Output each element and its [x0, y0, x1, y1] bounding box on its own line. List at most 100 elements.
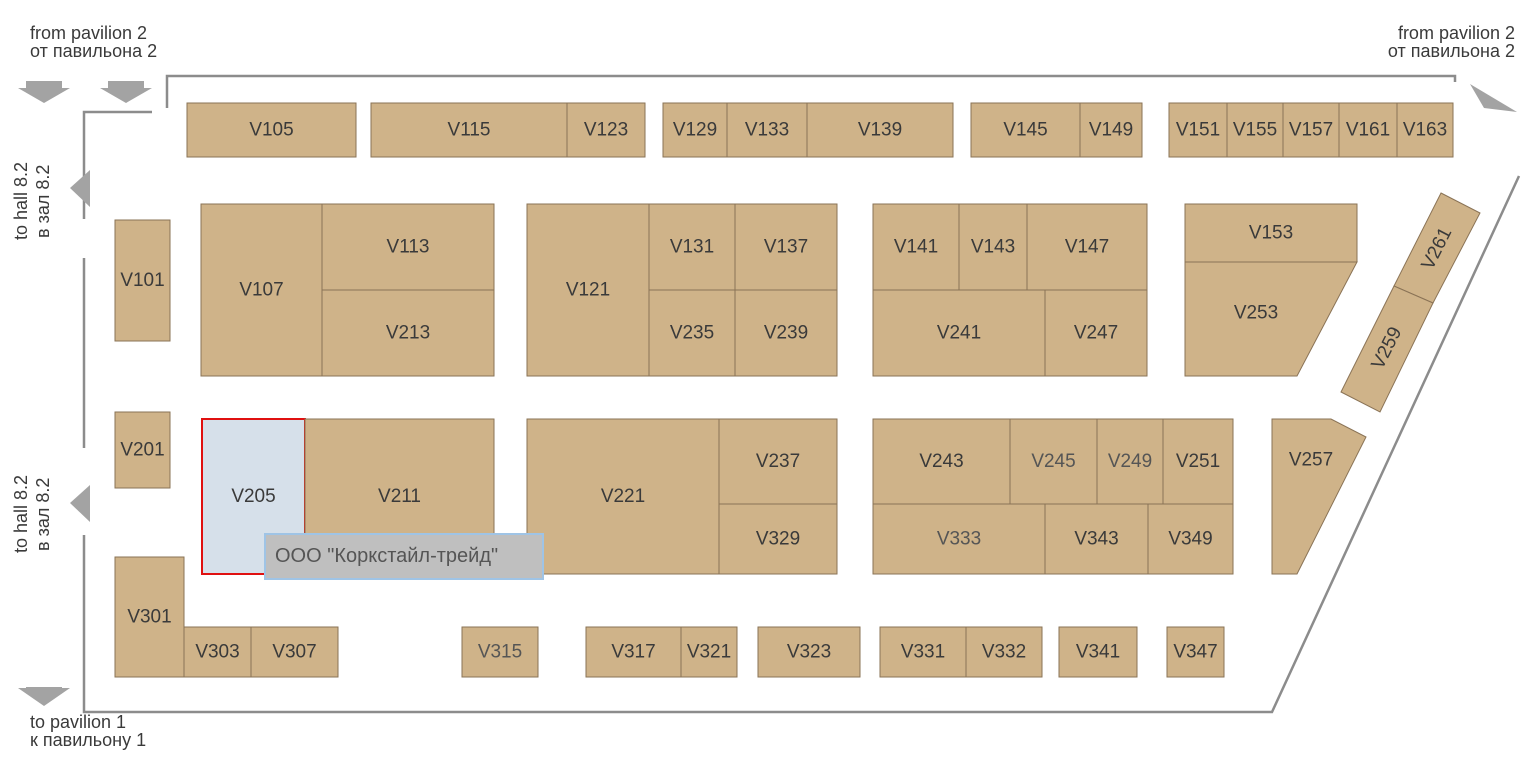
booth-v253[interactable]: V253 — [1184, 261, 1358, 377]
booth-shape[interactable] — [648, 289, 736, 377]
booth-shape[interactable] — [757, 626, 861, 678]
booth-shape[interactable] — [872, 503, 1046, 575]
booth-v259[interactable]: V259 — [1340, 285, 1434, 413]
booth-v101[interactable]: V101 — [114, 219, 171, 342]
booth-v129[interactable]: V129 — [662, 102, 728, 158]
booth-v307[interactable]: V307 — [250, 626, 339, 678]
booth-v349[interactable]: V349 — [1147, 503, 1234, 575]
booth-v155[interactable]: V155 — [1226, 102, 1284, 158]
booth-v303[interactable]: V303 — [183, 626, 252, 678]
booth-v235[interactable]: V235 — [648, 289, 736, 377]
booth-v323[interactable]: V323 — [757, 626, 861, 678]
booth-shape[interactable] — [965, 626, 1043, 678]
booth-v145[interactable]: V145 — [970, 102, 1081, 158]
booth-v133[interactable]: V133 — [726, 102, 808, 158]
booth-shape[interactable] — [1226, 102, 1284, 158]
booth-shape[interactable] — [250, 626, 339, 678]
booth-v137[interactable]: V137 — [734, 203, 838, 291]
booth-v249[interactable]: V249 — [1096, 418, 1164, 505]
booth-v257[interactable]: V257 — [1271, 418, 1367, 575]
booth-shape[interactable] — [461, 626, 539, 678]
booth-v157[interactable]: V157 — [1282, 102, 1340, 158]
booth-v321[interactable]: V321 — [680, 626, 738, 678]
booth-shape[interactable] — [872, 289, 1046, 377]
booth-shape[interactable] — [1184, 261, 1358, 377]
booth-shape[interactable] — [1396, 102, 1454, 158]
booth-v317[interactable]: V317 — [585, 626, 682, 678]
booth-shape[interactable] — [1166, 626, 1225, 678]
booth-shape[interactable] — [1282, 102, 1340, 158]
booth-v107[interactable]: V107 — [200, 203, 323, 377]
booth-v143[interactable]: V143 — [958, 203, 1028, 291]
booth-shape[interactable] — [726, 102, 808, 158]
booth-v123[interactable]: V123 — [566, 102, 646, 158]
booth-shape[interactable] — [114, 556, 185, 678]
booth-v341[interactable]: V341 — [1058, 626, 1138, 678]
booth-shape[interactable] — [734, 203, 838, 291]
booth-v131[interactable]: V131 — [648, 203, 736, 291]
booth-shape[interactable] — [1147, 503, 1234, 575]
booth-v251[interactable]: V251 — [1162, 418, 1234, 505]
booth-v161[interactable]: V161 — [1338, 102, 1398, 158]
booth-shape[interactable] — [585, 626, 682, 678]
booth-shape[interactable] — [1162, 418, 1234, 505]
booth-v113[interactable]: V113 — [321, 203, 495, 291]
booth-shape[interactable] — [1338, 102, 1398, 158]
booth-shape[interactable] — [648, 203, 736, 291]
booth-shape[interactable] — [718, 418, 838, 505]
booth-v245[interactable]: V245 — [1009, 418, 1098, 505]
booth-v201[interactable]: V201 — [114, 411, 171, 489]
booth-v153[interactable]: V153 — [1184, 203, 1358, 263]
booth-shape[interactable] — [662, 102, 728, 158]
booth-shape[interactable] — [1096, 418, 1164, 505]
booth-v241[interactable]: V241 — [872, 289, 1046, 377]
booth-shape[interactable] — [1340, 285, 1434, 413]
booth-v147[interactable]: V147 — [1026, 203, 1148, 291]
booth-v121[interactable]: V121 — [526, 203, 650, 377]
booth-shape[interactable] — [321, 203, 495, 291]
booth-v343[interactable]: V343 — [1044, 503, 1149, 575]
booth-v315[interactable]: V315 — [461, 626, 539, 678]
booth-v329[interactable]: V329 — [718, 503, 838, 575]
booth-shape[interactable] — [1079, 102, 1143, 158]
booth-v149[interactable]: V149 — [1079, 102, 1143, 158]
booth-shape[interactable] — [114, 411, 171, 489]
booth-shape[interactable] — [1058, 626, 1138, 678]
booth-v247[interactable]: V247 — [1044, 289, 1148, 377]
booth-v163[interactable]: V163 — [1396, 102, 1454, 158]
booth-shape[interactable] — [1168, 102, 1228, 158]
booth-v151[interactable]: V151 — [1168, 102, 1228, 158]
booth-shape[interactable] — [872, 203, 960, 291]
booth-v301[interactable]: V301 — [114, 556, 185, 678]
booth-v141[interactable]: V141 — [872, 203, 960, 291]
booth-shape[interactable] — [186, 102, 357, 158]
booth-shape[interactable] — [526, 418, 720, 575]
booth-v347[interactable]: V347 — [1166, 626, 1225, 678]
booth-v105[interactable]: V105 — [186, 102, 357, 158]
booth-v243[interactable]: V243 — [872, 418, 1011, 505]
booth-v237[interactable]: V237 — [718, 418, 838, 505]
booth-shape[interactable] — [321, 289, 495, 377]
booth-shape[interactable] — [680, 626, 738, 678]
booth-shape[interactable] — [1026, 203, 1148, 291]
booth-shape[interactable] — [734, 289, 838, 377]
booth-shape[interactable] — [370, 102, 568, 158]
booth-v331[interactable]: V331 — [879, 626, 967, 678]
booth-shape[interactable] — [526, 203, 650, 377]
booth-v333[interactable]: V333 — [872, 503, 1046, 575]
booth-shape[interactable] — [958, 203, 1028, 291]
booth-shape[interactable] — [1184, 203, 1358, 263]
booth-v213[interactable]: V213 — [321, 289, 495, 377]
booth-shape[interactable] — [872, 418, 1011, 505]
booth-v115[interactable]: V115 — [370, 102, 568, 158]
booth-v139[interactable]: V139 — [806, 102, 954, 158]
booth-shape[interactable] — [114, 219, 171, 342]
booth-v332[interactable]: V332 — [965, 626, 1043, 678]
booth-shape[interactable] — [1044, 503, 1149, 575]
booth-shape[interactable] — [806, 102, 954, 158]
booth-shape[interactable] — [1271, 418, 1367, 575]
booth-shape[interactable] — [718, 503, 838, 575]
booth-v221[interactable]: V221 — [526, 418, 720, 575]
booth-shape[interactable] — [879, 626, 967, 678]
booth-v239[interactable]: V239 — [734, 289, 838, 377]
